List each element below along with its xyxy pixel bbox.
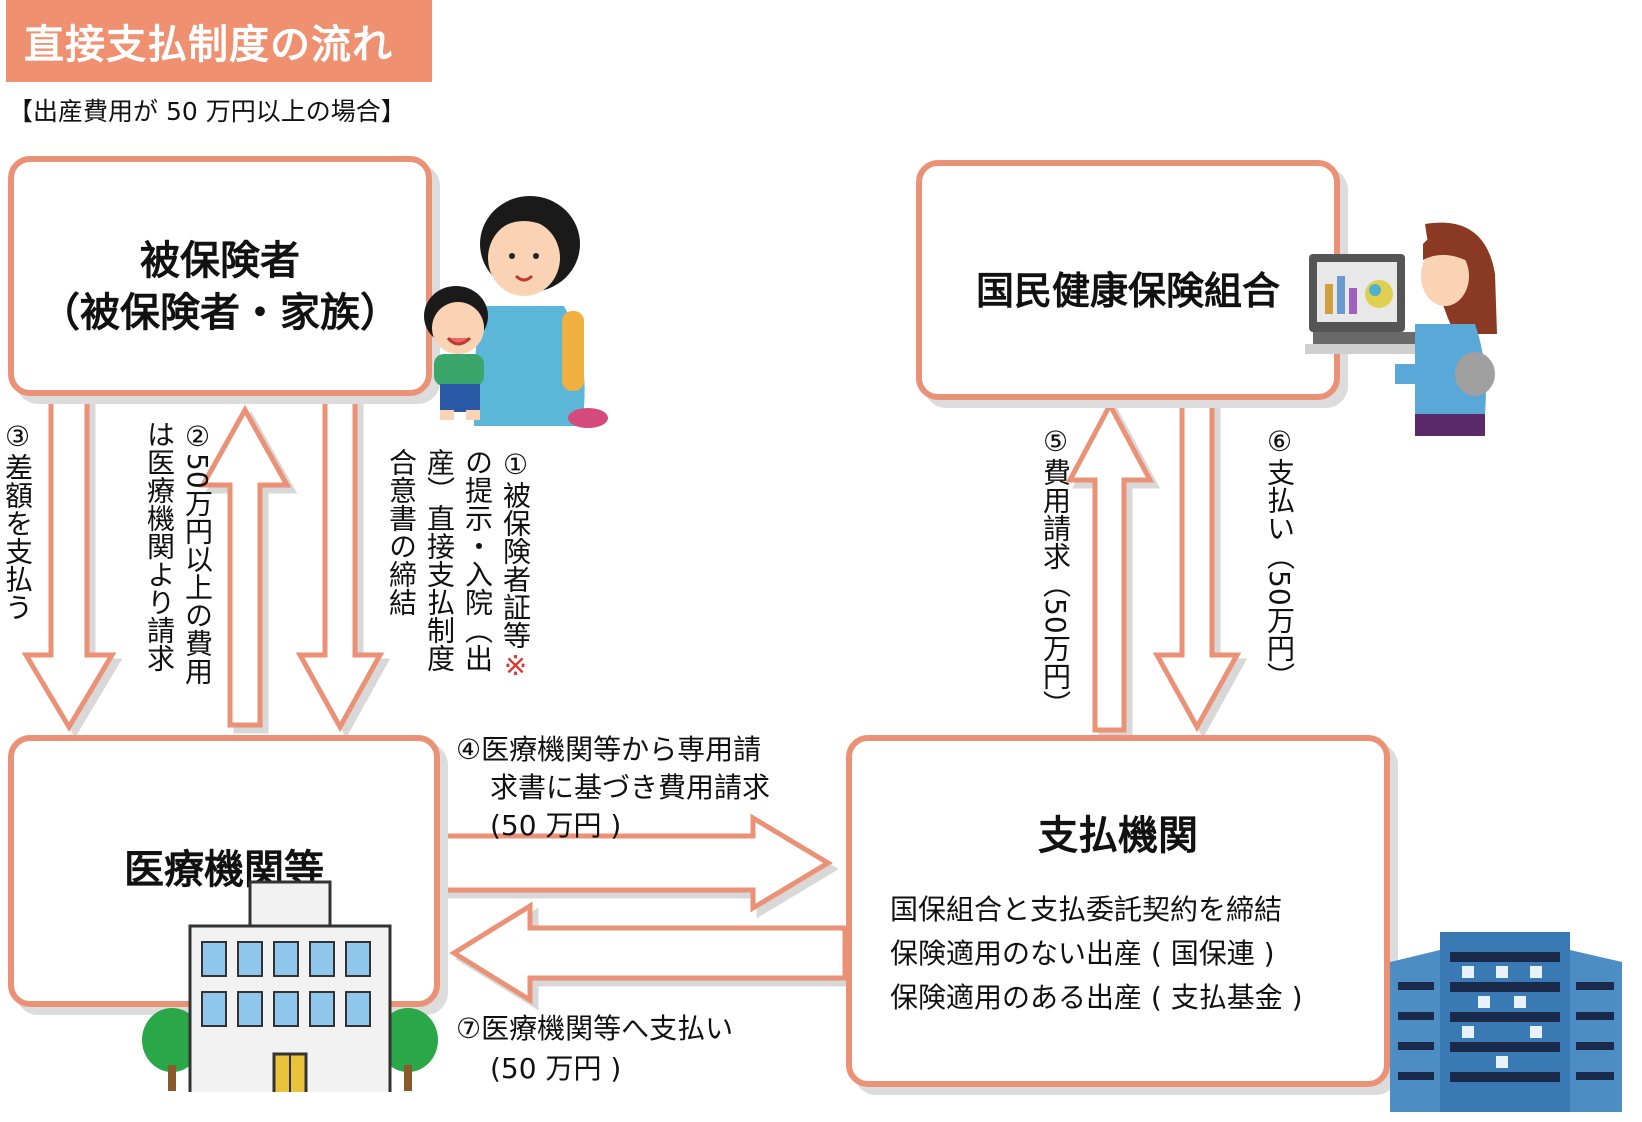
step2-label-b: は医療機関より請求 — [143, 420, 176, 672]
node-insured: 被保険者 （被保険者・家族） — [8, 156, 432, 396]
step1-note-mark: ※ — [499, 649, 532, 682]
office-building-icon — [1390, 932, 1622, 1112]
payer-line-3: 保険適用のある出産 ( 支払基金 ) — [890, 981, 1303, 1014]
payer-line-1: 国保組合と支払委託契約を締結 — [890, 893, 1283, 926]
step4-label-a: ④医療機関等から専用請 — [456, 733, 762, 766]
insured-label: 被保険者 — [140, 238, 300, 284]
arrow-step3 — [21, 392, 117, 732]
step6-label: ⑥支払い（50万円） — [1263, 425, 1296, 690]
step3-label: ③差額を支払う — [1, 420, 34, 621]
diagram-subtitle: 【出産費用が 50 万円以上の場合】 — [8, 97, 406, 126]
arrow-step1 — [295, 392, 385, 733]
step1-label-d: 合意書の締結 — [385, 448, 418, 616]
arrow-step7 — [449, 901, 848, 1005]
union-label: 国民健康保険組合 — [975, 269, 1280, 313]
step1-text: ①被保険者証等 — [499, 448, 532, 649]
step5-label: ⑤費用請求（50万円） — [1039, 425, 1072, 718]
step1-label-a: ①被保険者証等※ — [498, 448, 532, 682]
diagram-title: 直接支払制度の流れ — [6, 0, 432, 82]
node-payer: 支払機関 国保組合と支払委託契約を締結 保険適用のない出産 ( 国保連 ) 保険… — [846, 735, 1390, 1087]
mother-child-icon — [424, 196, 608, 428]
step2-label-a: ②50万円以上の費用 — [181, 420, 214, 685]
arrow-step6 — [1152, 392, 1242, 733]
step7-label-b: (50 万円 ) — [490, 1052, 622, 1085]
step7-label-a: ⑦医療機関等へ支払い — [456, 1012, 734, 1045]
step1-label-b: の提示・入院（出 — [461, 448, 494, 672]
insured-sublabel: （被保険者・家族） — [40, 290, 400, 336]
office-worker-icon — [1305, 222, 1497, 436]
step4-label-b: 求書に基づき費用請求 — [490, 771, 771, 804]
arrow-step5 — [1065, 399, 1155, 733]
hospital-icon — [142, 880, 438, 1098]
step4-label-c: (50 万円 ) — [490, 809, 622, 842]
payer-line-2: 保険適用のない出産 ( 国保連 ) — [890, 937, 1275, 970]
payer-label: 支払機関 — [1038, 813, 1198, 859]
node-union: 国民健康保険組合 — [916, 160, 1340, 400]
arrow-step4 — [431, 813, 833, 913]
arrow-step2 — [198, 404, 292, 728]
step1-label-c: 産）直接支払制度 — [423, 448, 456, 672]
